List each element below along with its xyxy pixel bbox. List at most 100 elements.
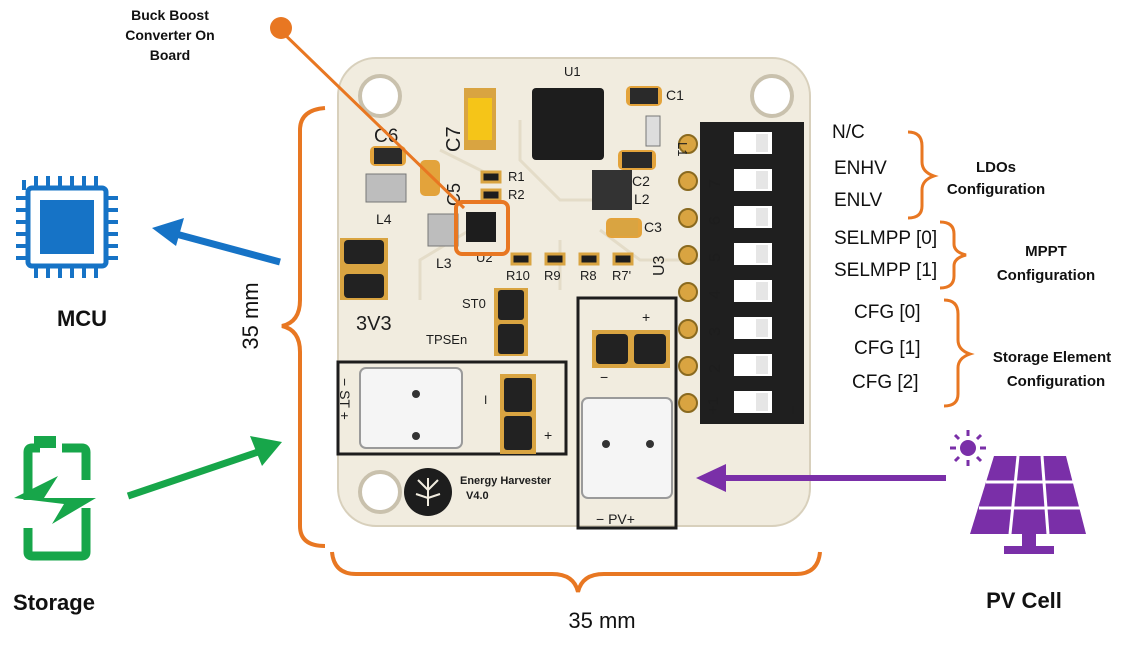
mcu-label: MCU	[57, 306, 107, 331]
ldo-brace	[907, 130, 939, 220]
dip-knob	[756, 282, 768, 300]
silk-l2: L2	[634, 191, 650, 207]
silk-l4: L4	[376, 211, 392, 227]
pv-region	[576, 296, 678, 530]
buck-boost-callout	[270, 17, 510, 256]
board-logo	[404, 468, 452, 516]
st-connector	[359, 367, 463, 449]
dip-number: 2	[707, 364, 724, 373]
silk-r8: R8	[580, 268, 597, 283]
silk-l1: L1	[675, 142, 690, 156]
st-region	[336, 360, 568, 456]
silk-3v3: 3V3	[356, 313, 392, 335]
ldo-group-line1: LDOs	[976, 159, 1016, 176]
dip-switch	[700, 122, 804, 424]
pin-label: CFG [1]	[854, 338, 921, 359]
storage-label: Storage	[13, 590, 95, 615]
silk-r2: R2	[508, 187, 525, 202]
board-version: V4.0	[466, 490, 489, 502]
width-dimension-label: 35 mm	[568, 608, 635, 633]
storage-arrow-head	[250, 436, 282, 466]
pv-cell-label: PV Cell	[986, 588, 1062, 613]
storage-group-line2: Configuration	[1007, 373, 1105, 390]
dip-knob	[756, 356, 768, 374]
silk-st-bar: I	[484, 393, 487, 407]
silk-c5: C5	[444, 183, 464, 206]
silk-r7: R7'	[612, 268, 631, 283]
buck-boost-label: Buck Boost Converter On Board	[125, 7, 214, 63]
silk-st0: ST0	[462, 296, 486, 311]
silk-pv-port: − PV+	[596, 511, 635, 527]
silk-st-port: − ST +	[337, 378, 353, 420]
pin-label: SELMPP [1]	[834, 260, 937, 281]
silk-dip-minus: −	[785, 405, 802, 414]
pin-label: ENHV	[834, 158, 887, 179]
mcu-icon	[16, 176, 118, 278]
buck-boost-line2: Converter On	[125, 27, 214, 43]
silk-tpsen: TPSEn	[426, 332, 467, 347]
pin-label: SELMPP [0]	[834, 228, 937, 249]
pin-label: ENLV	[834, 190, 883, 211]
buck-boost-line1: Buck Boost	[131, 7, 209, 23]
ldo-group-line2: Configuration	[947, 181, 1045, 198]
pv-arrow-head	[696, 464, 726, 492]
header-pin	[678, 393, 698, 413]
dip-knob	[756, 245, 768, 263]
l2-inductor	[592, 170, 632, 210]
silk-dip-plus: +1	[705, 397, 722, 414]
silk-pv-minus: −	[600, 369, 608, 385]
silk-c2: C2	[632, 173, 650, 189]
header-pin	[678, 171, 698, 191]
height-brace	[281, 106, 326, 548]
storage-config-brace	[943, 298, 975, 408]
dip-knob	[756, 134, 768, 152]
silk-c7: C7	[443, 126, 465, 152]
pin-label: N/C	[832, 122, 865, 143]
silk-pv-plus: +	[642, 309, 650, 325]
pv-panel-icon	[950, 430, 1086, 554]
callout-highlight-box	[454, 200, 510, 256]
pv-jumper	[592, 330, 670, 368]
width-brace	[330, 551, 822, 593]
mcu-arrow-line	[175, 230, 281, 266]
c7-capacitor	[464, 88, 496, 150]
l3-inductor	[427, 213, 459, 247]
dip-number: 3	[707, 327, 724, 336]
u1-chip	[532, 88, 604, 160]
u2-chip	[466, 212, 496, 242]
pcb-board	[336, 57, 811, 530]
pin-label: CFG [2]	[852, 372, 919, 393]
mounting-holes	[358, 74, 794, 514]
resistors	[480, 170, 634, 266]
group-labels: LDOs Configuration MPPT Configuration St…	[947, 159, 1111, 390]
st0-jumper	[494, 288, 528, 356]
dip-knob	[756, 171, 768, 189]
callout-dot	[270, 17, 292, 39]
dip-header-pins	[678, 134, 698, 413]
storage-group-line1: Storage Element	[993, 349, 1111, 366]
height-dimension-label: 35 mm	[238, 282, 263, 349]
dip-number: 5	[707, 253, 724, 262]
silk-st-plus: +	[544, 427, 552, 443]
l1-inductor	[645, 115, 661, 147]
silk-u1: U1	[564, 64, 581, 79]
header-pin	[678, 134, 698, 154]
storage-battery-icon	[14, 436, 96, 561]
silk-r10: R10	[506, 268, 530, 283]
mppt-group-line1: MPPT	[1025, 243, 1067, 260]
mppt-group-line2: Configuration	[997, 267, 1095, 284]
st-jumper	[500, 374, 536, 454]
dip-number: 7	[707, 179, 724, 188]
dip-knob	[756, 319, 768, 337]
silk-c3: C3	[644, 219, 662, 235]
pv-connector	[581, 397, 673, 499]
header-pin	[678, 245, 698, 265]
dip-knob	[756, 393, 768, 411]
buck-boost-line3: Board	[150, 47, 190, 63]
silk-c1: C1	[666, 87, 684, 103]
silk-r1: R1	[508, 169, 525, 184]
mppt-brace	[939, 220, 967, 290]
header-pin	[678, 356, 698, 376]
